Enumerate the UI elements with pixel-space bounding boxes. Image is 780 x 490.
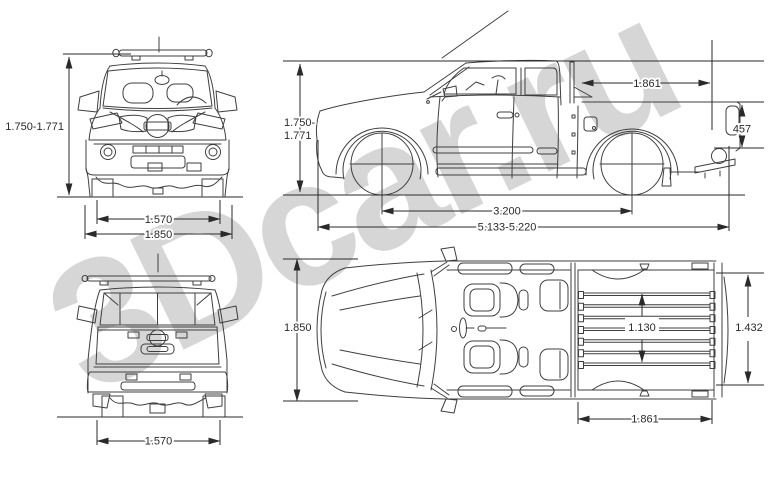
side-wheelbase-label: 3.200 xyxy=(493,206,521,218)
side-view-drawing xyxy=(315,10,741,215)
side-bed-length-label: 1.861 xyxy=(633,78,661,90)
top-bed-outer-width-label: 1.432 xyxy=(735,322,763,334)
front-track-label: 1.570 xyxy=(145,214,173,226)
top-overall-width-label: 1.850 xyxy=(284,322,312,334)
side-overall-height-label-line2: 1.771 xyxy=(284,130,312,142)
side-overall-length-label: 5.133-5.220 xyxy=(478,222,537,234)
front-view-drawing xyxy=(77,36,238,197)
top-bed-inner-width-label: 1.130 xyxy=(628,322,656,334)
front-overall-width-label: 1.850 xyxy=(145,229,173,241)
top-bed-length-label: 1.861 xyxy=(631,414,659,426)
rear-track-label: 1.570 xyxy=(145,436,173,448)
top-view-drawing xyxy=(316,246,729,414)
side-overall-height-label-line1: 1.750- xyxy=(284,117,316,129)
rear-view-drawing xyxy=(76,253,239,418)
dimension-lines xyxy=(57,40,764,445)
front-overall-height-label: 1.750-1.771 xyxy=(5,121,64,133)
side-load-height-label: 457 xyxy=(733,124,751,136)
